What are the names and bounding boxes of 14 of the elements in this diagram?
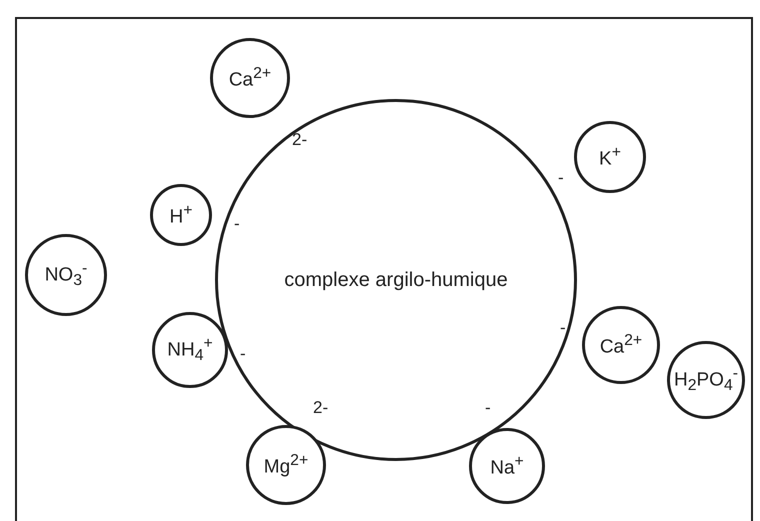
complex-label: complexe argilo-humique bbox=[284, 268, 508, 292]
charge-sign: - bbox=[485, 398, 491, 418]
charge-sign: - bbox=[558, 168, 564, 188]
ion-label: Mg$^{2+}$ bbox=[264, 452, 308, 478]
ion-label: Na$^{+}$ bbox=[490, 452, 524, 480]
ion-label: K$^{+}$ bbox=[599, 144, 621, 170]
charge-sign: 2- bbox=[292, 130, 308, 150]
charge-sign: 2- bbox=[313, 398, 328, 418]
ion-label: H$^{+}$ bbox=[170, 202, 192, 228]
charge-sign: - bbox=[560, 318, 566, 338]
charge-sign: - bbox=[234, 214, 240, 234]
ion-label: Ca$^{2+}$ bbox=[228, 64, 272, 92]
charge-sign: - bbox=[240, 344, 246, 364]
ion-label: Ca$^{2+}$ bbox=[600, 332, 642, 358]
